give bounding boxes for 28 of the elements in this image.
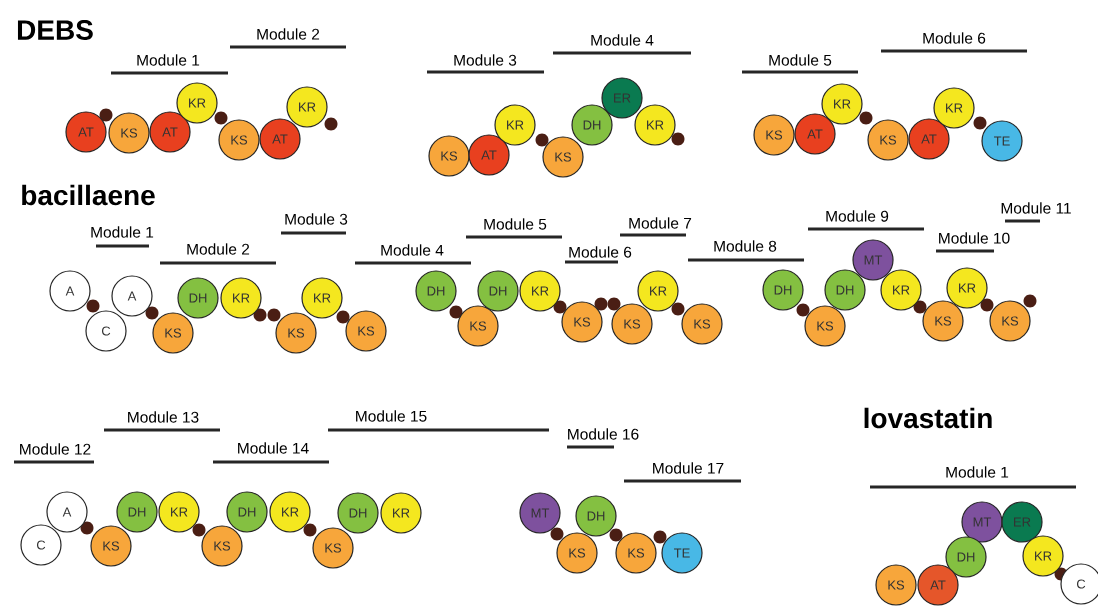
module-label: Module 1: [91, 226, 154, 238]
module-label: Module 6: [569, 246, 632, 258]
module-label: Module 2: [257, 28, 320, 40]
module-label: Module 6: [923, 32, 986, 44]
module-label: Module 5: [484, 218, 547, 230]
section-title: DEBS: [17, 20, 93, 40]
module-label: Module 12: [20, 443, 91, 455]
module-label: Module 5: [769, 54, 832, 66]
module-label: Module 7: [629, 217, 692, 229]
module-label: Module 14: [238, 442, 309, 454]
section-title: bacillaene: [22, 184, 155, 206]
module-label: Module 4: [381, 244, 444, 256]
module-label: Module 1: [946, 466, 1009, 478]
module-label: Module 8: [714, 240, 777, 252]
module-label: Module 1: [137, 54, 200, 66]
module-label: Module 15: [356, 410, 427, 422]
module-label: Module 2: [187, 243, 250, 255]
module-label: Module 3: [285, 213, 348, 225]
node-label: C: [1076, 579, 1086, 589]
module-label: Module 3: [454, 54, 517, 66]
module-label: Module 10: [939, 232, 1010, 244]
module-label: Module 4: [591, 34, 654, 46]
module-label: Module 9: [826, 210, 889, 222]
module-label: Module 11: [1001, 202, 1071, 214]
section-title: lovastatin: [864, 407, 992, 429]
module-label: Module 17: [653, 462, 724, 474]
module-label: Module 16: [568, 428, 639, 440]
module-label: Module 13: [128, 411, 199, 423]
